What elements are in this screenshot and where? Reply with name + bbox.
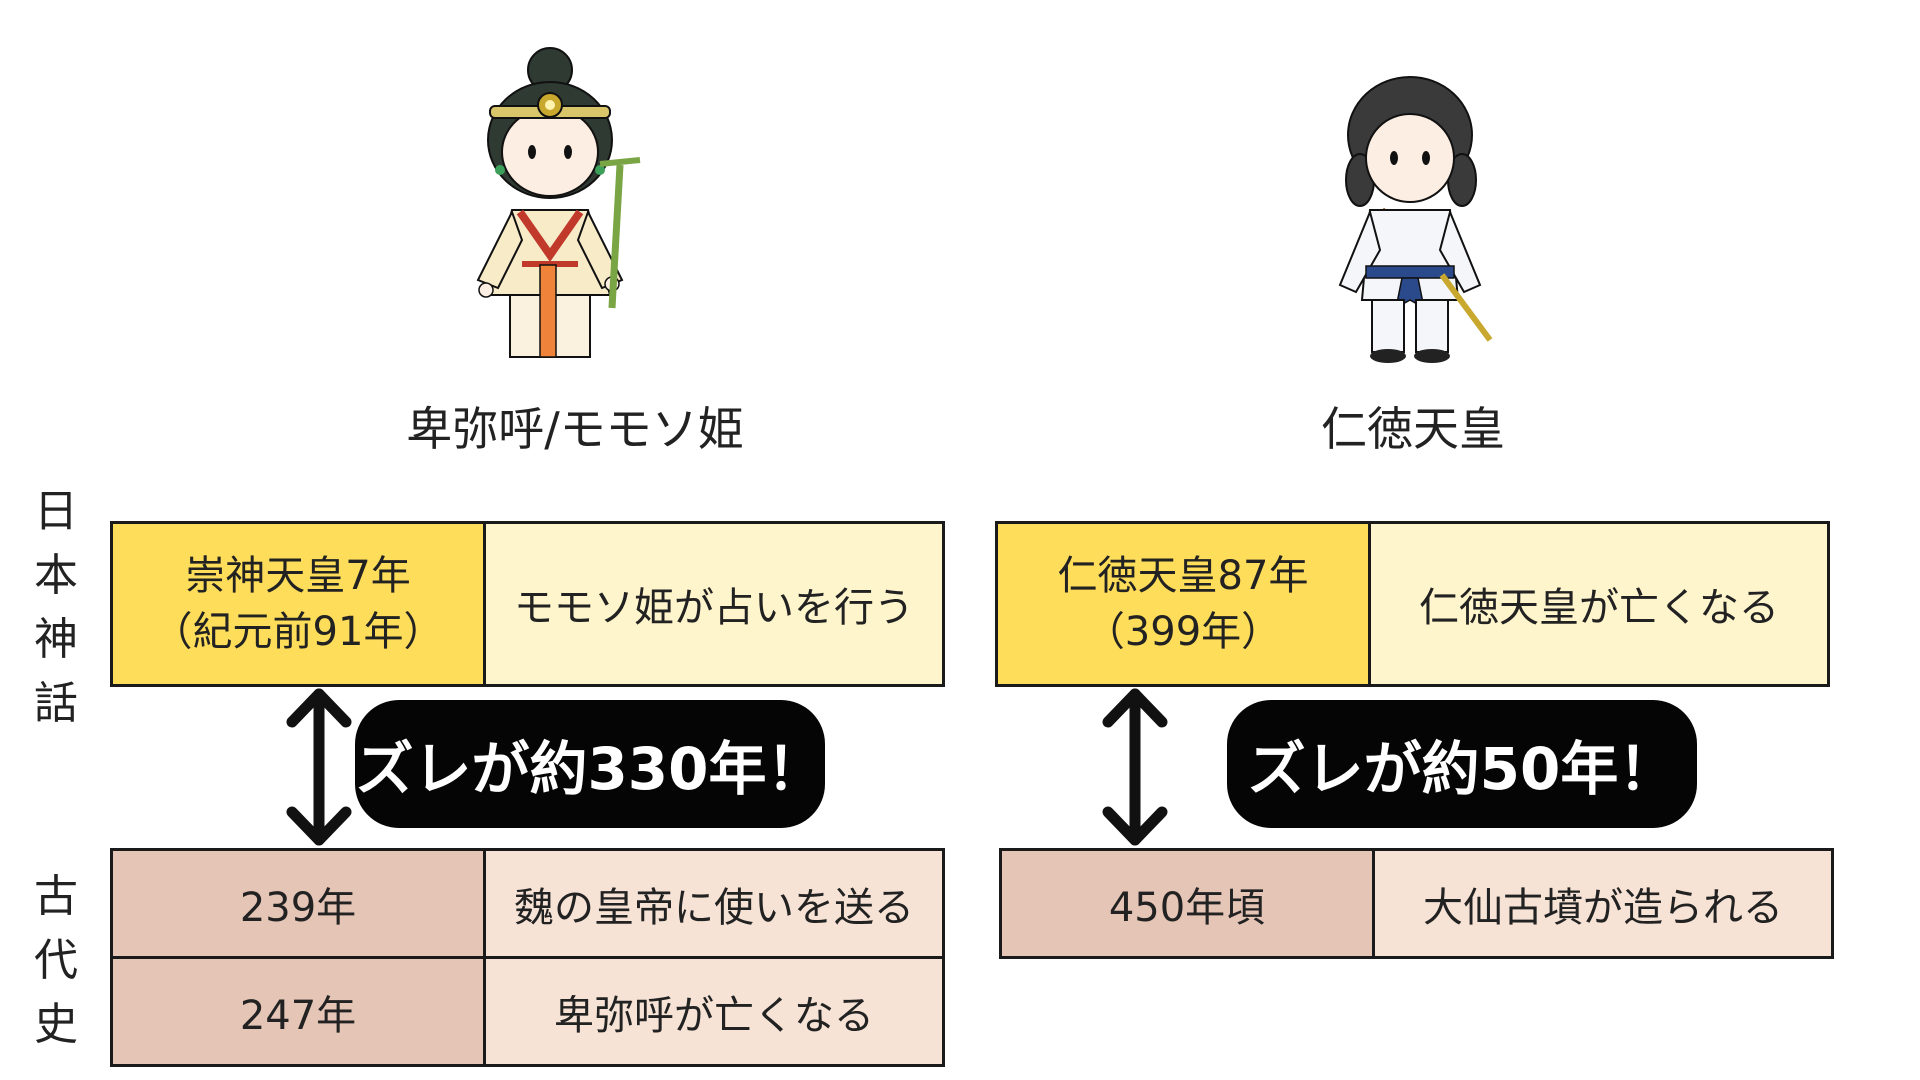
himiko-name: 卑弥呼/モモソ姫: [406, 402, 744, 456]
right-gap-label: ズレが約50年！: [1227, 700, 1697, 828]
left-gap-label: ズレが約330年！: [355, 700, 825, 828]
label-japanese-mythology: 日 本 神 話: [34, 486, 78, 729]
left-myth-event: モモソ姫が占いを行う: [483, 521, 945, 687]
left-myth-date: 崇神天皇7年 （紀元前91年）: [110, 521, 486, 687]
left-history-event-2: 卑弥呼が亡くなる: [483, 956, 945, 1067]
nintoku-name: 仁徳天皇: [1321, 402, 1505, 456]
label-ancient-history: 古 代 史: [34, 871, 78, 1050]
right-double-arrow-icon: [1100, 684, 1170, 850]
left-myth-table: 崇神天皇7年 （紀元前91年） モモソ姫が占いを行う: [110, 521, 945, 687]
left-double-arrow-icon: [284, 684, 354, 850]
left-history-date-1: 239年: [110, 848, 486, 959]
left-history-date-2: 247年: [110, 956, 486, 1067]
left-history-event-1: 魏の皇帝に使いを送る: [483, 848, 945, 959]
right-history-event-1: 大仙古墳が造られる: [1372, 848, 1834, 959]
right-myth-table: 仁徳天皇87年 （399年） 仁徳天皇が亡くなる: [995, 521, 1830, 687]
right-history-date-1: 450年頃: [999, 848, 1375, 959]
table-row: 239年 魏の皇帝に使いを送る: [110, 848, 945, 959]
right-myth-event: 仁徳天皇が亡くなる: [1368, 521, 1830, 687]
left-history-table: 239年 魏の皇帝に使いを送る 247年 卑弥呼が亡くなる: [110, 848, 945, 1067]
himiko-illustration: [470, 40, 680, 380]
right-history-table: 450年頃 大仙古墳が造られる: [999, 848, 1834, 959]
nintoku-illustration: [1330, 60, 1530, 380]
right-myth-date: 仁徳天皇87年 （399年）: [995, 521, 1371, 687]
table-row: 247年 卑弥呼が亡くなる: [110, 956, 945, 1067]
table-row: 450年頃 大仙古墳が造られる: [999, 848, 1834, 959]
